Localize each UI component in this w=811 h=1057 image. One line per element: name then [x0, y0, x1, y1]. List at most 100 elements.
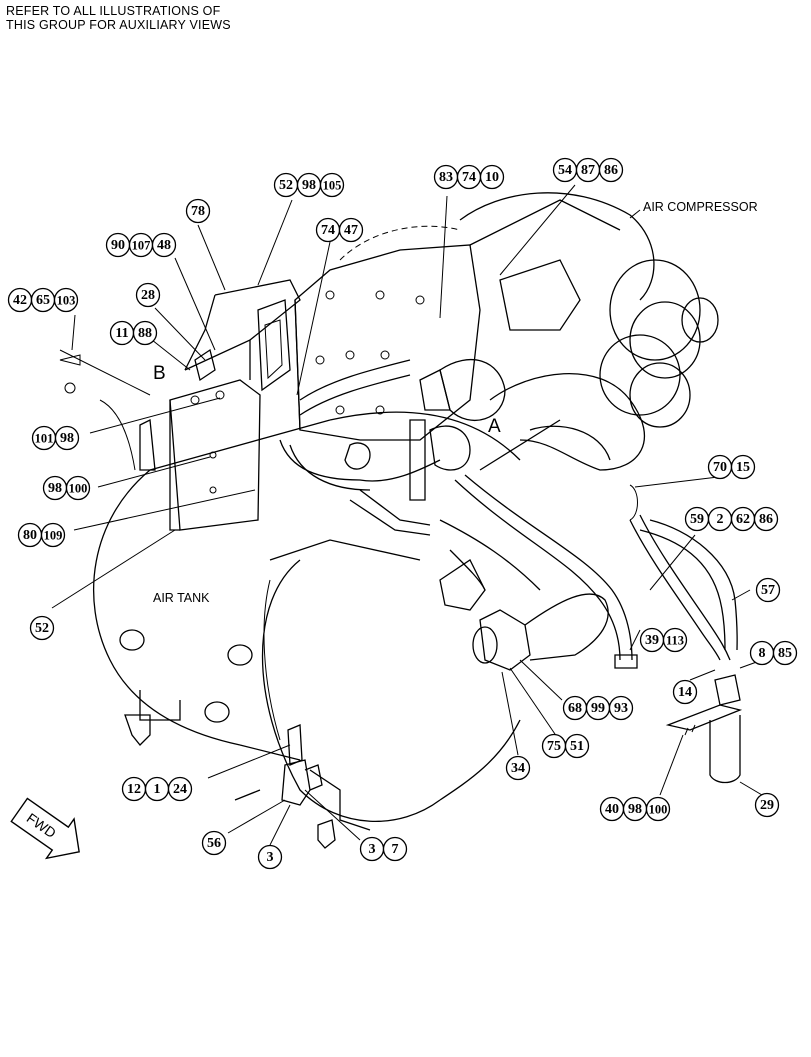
callout-bubble [479, 164, 505, 190]
callout-bubble [755, 577, 781, 603]
callout-number: 48 [157, 238, 171, 253]
callout-bubble [772, 640, 798, 666]
callout-number: 105 [323, 179, 342, 193]
callout-number: 47 [344, 223, 358, 238]
callout-number: 24 [173, 782, 187, 797]
callout-57: 57 [755, 577, 781, 603]
callout-number: 39 [645, 633, 659, 648]
callout-number: 109 [44, 529, 63, 543]
callout-number: 40 [605, 802, 619, 817]
callout-number: 59 [690, 512, 704, 527]
callout-number: 93 [614, 701, 628, 716]
callout-number: 57 [761, 583, 775, 598]
callout-number: 51 [570, 739, 584, 754]
callout-number: 80 [23, 528, 37, 543]
callout-number: 14 [678, 685, 692, 700]
callout-56: 56 [201, 830, 227, 856]
callout-number: 85 [778, 646, 792, 661]
callout-bubble [53, 287, 79, 313]
air-tank-drawing [93, 411, 521, 831]
callout-number: 100 [69, 482, 88, 496]
callout-74-47: 74 47 [315, 217, 364, 243]
callout-29: 29 [754, 792, 780, 818]
callout-number: 65 [36, 293, 50, 308]
callout-number: 29 [760, 798, 774, 813]
callout-number: 3 [369, 842, 376, 857]
callout-bubble [608, 695, 634, 721]
callout-number: 86 [759, 512, 773, 527]
callout-68-99-93: 68 99 93 [562, 695, 634, 721]
callout-number: 42 [13, 293, 27, 308]
callout-34: 34 [505, 755, 531, 781]
view-a-label: A [488, 416, 501, 437]
callout-bubble [338, 217, 364, 243]
drain-valve-drawing [281, 724, 336, 849]
callout-number: 113 [666, 634, 684, 648]
mounting-bracket-drawing [59, 279, 301, 531]
callout-number: 88 [138, 326, 152, 341]
engine-compressor-drawing [294, 192, 719, 501]
callout-75-51: 75 51 [541, 733, 590, 759]
callout-number: 86 [604, 163, 618, 178]
air-compressor-label: AIR COMPRESSOR [643, 200, 758, 214]
callout-number: 10 [485, 170, 499, 185]
callout-number: 68 [568, 701, 582, 716]
callout-number: 90 [111, 238, 125, 253]
callout-14: 14 [672, 679, 698, 705]
coupling-drawing [439, 559, 609, 671]
callout-bubble [564, 733, 590, 759]
callout-number: 11 [115, 326, 128, 341]
callout-12-1-24: 12 1 24 [121, 776, 193, 802]
callout-number: 15 [736, 460, 750, 475]
callout-number: 1 [154, 782, 161, 797]
callout-number: 28 [141, 288, 155, 303]
callout-number: 52 [279, 178, 293, 193]
callout-bubble [662, 627, 688, 653]
callout-bubble [185, 198, 211, 224]
callout-bubble [151, 232, 177, 258]
view-b-label: B [153, 363, 166, 384]
callout-bubble [672, 679, 698, 705]
callout-number: 107 [132, 239, 151, 253]
callout-bubble [201, 830, 227, 856]
callout-3: 3 [257, 844, 283, 870]
callout-number: 98 [60, 431, 74, 446]
forward-arrow: FWD [10, 797, 80, 860]
callout-bubble [753, 506, 779, 532]
callout-number: 12 [127, 782, 141, 797]
callout-bubble [132, 320, 158, 346]
callout-80-109: 80 109 [17, 522, 66, 548]
callout-number: 101 [35, 432, 54, 446]
callout-bubble [754, 792, 780, 818]
callout-number: 7 [392, 842, 399, 857]
callout-number: 62 [736, 512, 750, 527]
callout-90-107-48: 90 107 48 [105, 232, 177, 258]
callout-number: 34 [511, 761, 525, 776]
callout-number: 75 [547, 739, 561, 754]
callout-number: 2 [717, 512, 724, 527]
callout-bubble [730, 454, 756, 480]
callout-number: 56 [207, 836, 221, 851]
callout-59-2-62-86: 59 2 62 86 [684, 506, 779, 532]
callout-number: 103 [57, 294, 76, 308]
callout-number: 98 [628, 802, 642, 817]
filter-bottle-drawing [665, 674, 743, 784]
callout-bubble [29, 615, 55, 641]
callout-number: 99 [591, 701, 605, 716]
callout-number: 3 [267, 850, 274, 865]
callout-number: 87 [581, 163, 595, 178]
callout-bubble [382, 836, 408, 862]
callout-number: 83 [439, 170, 453, 185]
callout-bubble [65, 475, 91, 501]
callout-number: 74 [321, 223, 335, 238]
callout-bubble [319, 172, 345, 198]
